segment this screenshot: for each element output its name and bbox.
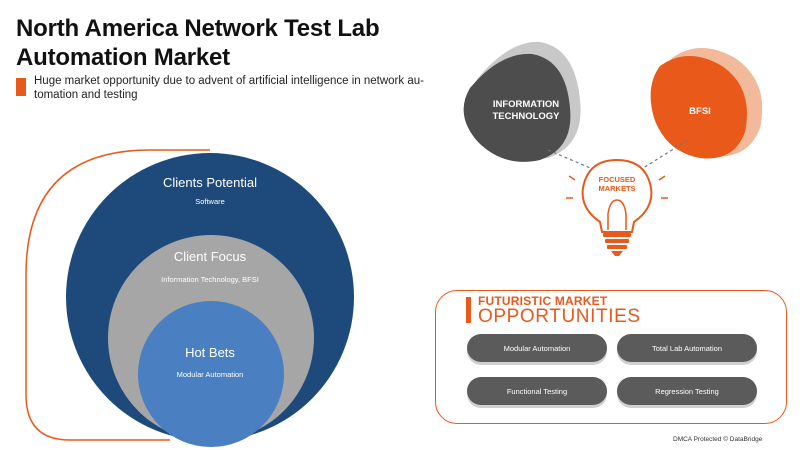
futuristic-accent-bar bbox=[466, 297, 471, 323]
opportunity-pill-modular-automation: Modular Automation bbox=[467, 334, 607, 362]
hot-bets-circle bbox=[138, 301, 284, 447]
opportunity-pill-regression-testing: Regression Testing bbox=[617, 377, 757, 405]
futuristic-title: FUTURISTIC MARKET bbox=[478, 294, 608, 308]
markets-label: MARKETS bbox=[598, 184, 636, 193]
bfsi-blob bbox=[650, 56, 747, 159]
opportunities-title: OPPORTUNITIES bbox=[478, 306, 641, 327]
subtitle-accent-bar bbox=[16, 78, 26, 96]
information-technology-blob bbox=[463, 53, 571, 162]
bfsi-label: BFSI bbox=[689, 106, 711, 117]
opportunity-pill-functional-testing: Functional Testing bbox=[467, 377, 607, 405]
information-technology-label-1: INFORMATION bbox=[492, 99, 560, 110]
page-subtitle: Huge market opportunity due to advent of… bbox=[34, 75, 424, 101]
lightbulb-icon bbox=[566, 158, 668, 256]
client-focus-title: Client Focus bbox=[173, 249, 247, 264]
clients-potential-title: Clients Potential bbox=[163, 175, 257, 190]
hot-bets-title: Hot Bets bbox=[185, 345, 235, 360]
information-technology-label-2: TECHNOLOGY bbox=[492, 111, 560, 122]
opportunity-pill-total-lab-automation: Total Lab Automation bbox=[617, 334, 757, 362]
page-title: North America Network Test Lab Automatio… bbox=[16, 15, 380, 71]
clients-potential-sub: Software bbox=[195, 197, 225, 206]
focused-label: FOCUSED bbox=[598, 175, 636, 184]
hot-bets-sub: Modular Automation bbox=[176, 370, 244, 379]
dmca-footer: DMCA Protected © DataBridge bbox=[673, 436, 763, 443]
client-focus-sub: Information Technology, BFSI bbox=[161, 275, 259, 284]
